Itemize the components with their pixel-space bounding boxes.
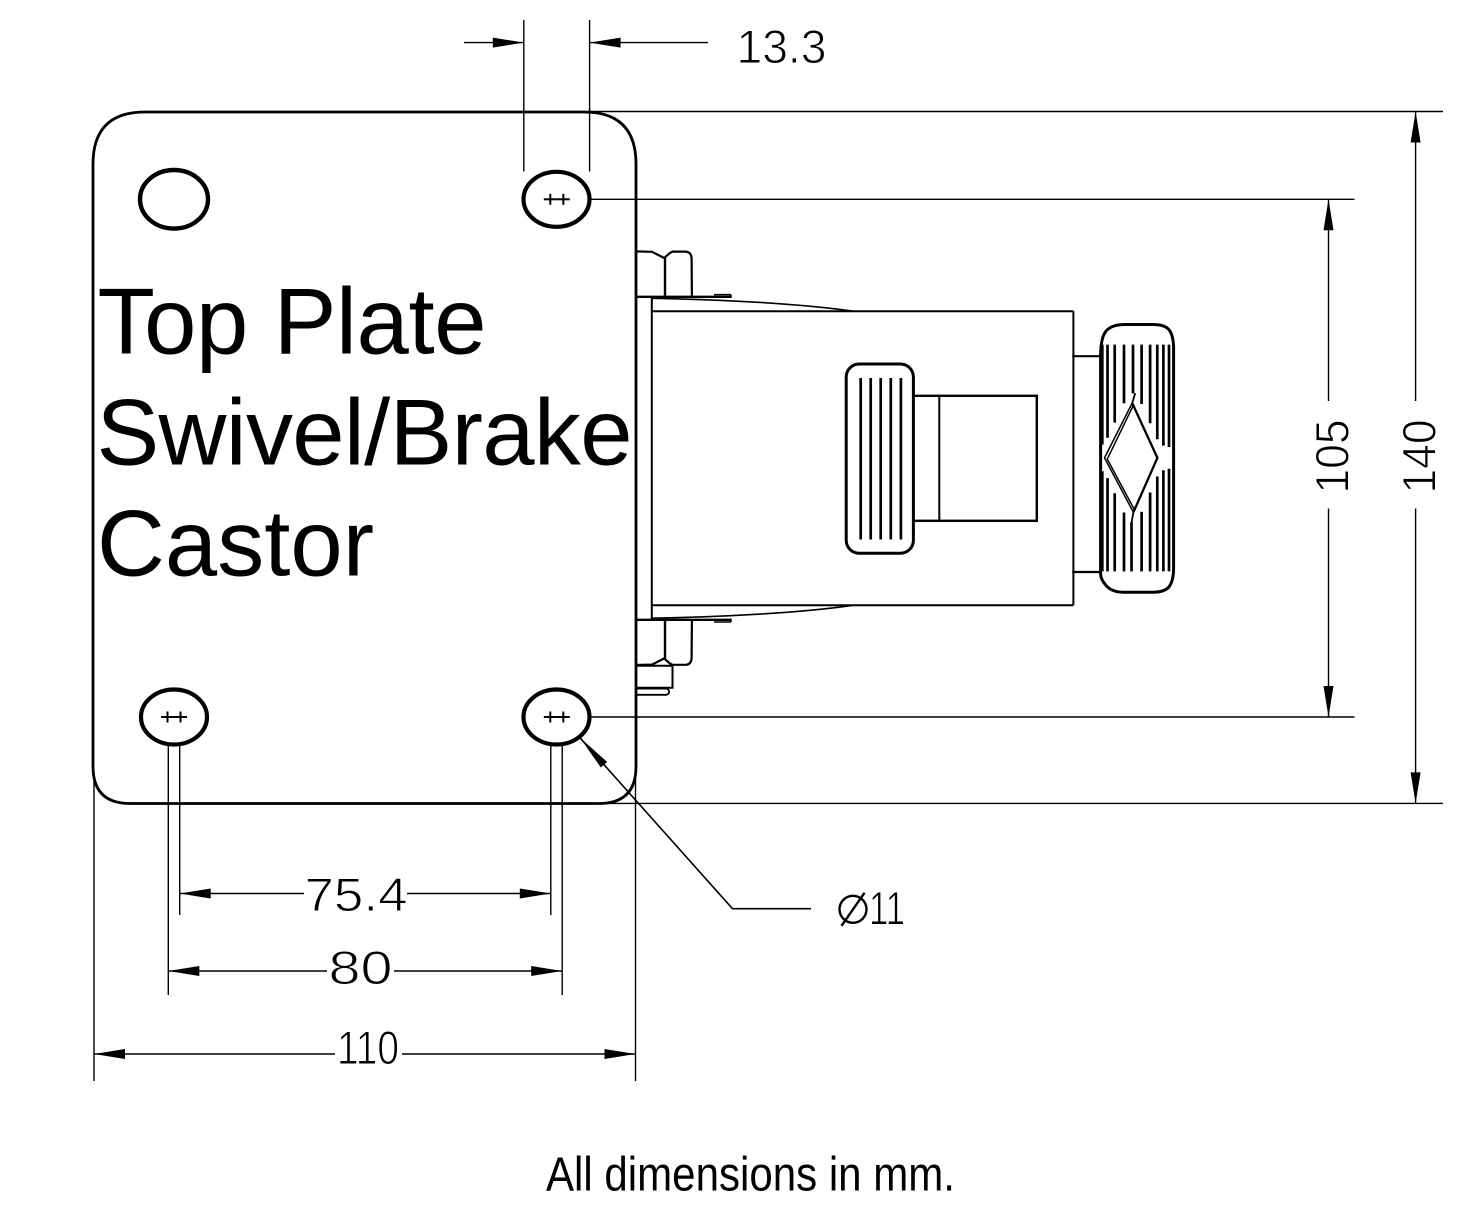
svg-text:110: 110 — [337, 1022, 399, 1075]
svg-text:Top Plate: Top Plate — [98, 269, 487, 374]
svg-text:All dimensions in mm.: All dimensions in mm. — [546, 1149, 955, 1202]
svg-text:105: 105 — [1307, 420, 1360, 494]
svg-text:140: 140 — [1394, 420, 1447, 494]
svg-text:80: 80 — [329, 942, 393, 995]
svg-text:13.3: 13.3 — [737, 21, 827, 74]
svg-text:Castor: Castor — [97, 491, 374, 596]
svg-text:Swivel/Brake: Swivel/Brake — [97, 380, 633, 485]
svg-text:11: 11 — [869, 882, 905, 935]
svg-text:75.4: 75.4 — [305, 869, 408, 922]
